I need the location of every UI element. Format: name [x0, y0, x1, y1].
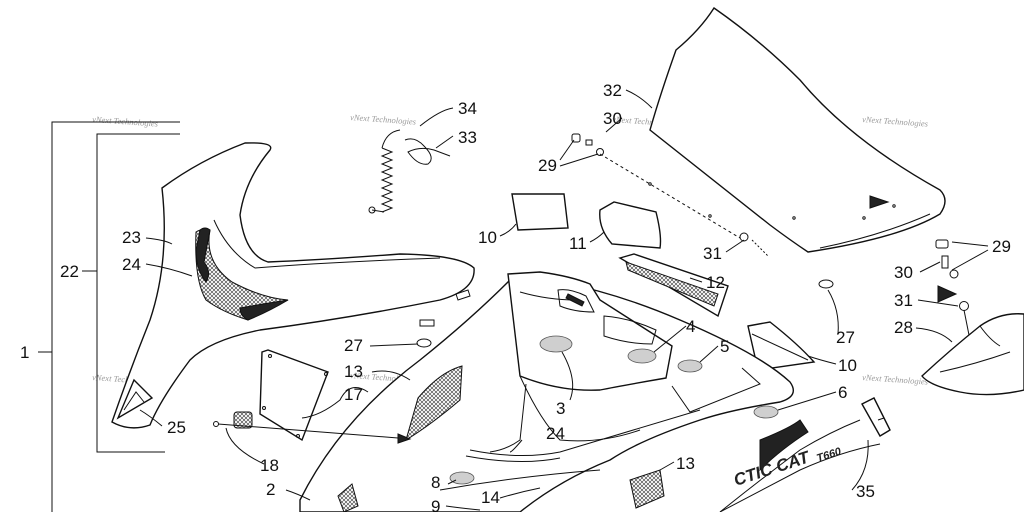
callout-labels: 1 22 23 24 25 34 33 32 30 29 10 11 31 12…: [20, 81, 1011, 512]
watermark: vNext Technologies: [92, 114, 159, 129]
assembly-brackets: [38, 121, 180, 512]
watermark: vNext Technologies: [350, 112, 417, 127]
callout-35: 35: [856, 482, 875, 501]
callout-2: 2: [266, 480, 275, 499]
callout-14: 14: [481, 488, 500, 507]
callout-24: 24: [546, 424, 565, 443]
callout-4: 4: [686, 317, 695, 336]
callout-30: 30: [894, 263, 913, 282]
decals-and-lenses: [511, 193, 816, 371]
callout-12: 12: [706, 273, 725, 292]
callout-27: 27: [836, 328, 855, 347]
callout-33: 33: [458, 128, 477, 147]
decal-model-text: T660: [815, 445, 843, 464]
side-panel: [111, 142, 475, 429]
callout-28: 28: [894, 318, 913, 337]
spring-and-clip: [368, 129, 451, 214]
callout-13: 13: [344, 362, 363, 381]
callout-5: 5: [720, 337, 729, 356]
callout-6: 6: [838, 383, 847, 402]
callout-11: 11: [569, 234, 587, 253]
callout-31: 31: [894, 291, 913, 310]
callout-25: 25: [167, 418, 186, 437]
callout-10: 10: [478, 228, 497, 247]
leader-lines: [139, 89, 989, 511]
callout-29: 29: [538, 156, 557, 175]
callout-30: 30: [603, 109, 622, 128]
callout-24: 24: [122, 255, 141, 274]
callout-23: 23: [122, 228, 141, 247]
callout-22: 22: [60, 262, 79, 281]
callout-34: 34: [458, 99, 477, 118]
callout-3: 3: [556, 399, 565, 418]
right-hardware: [571, 133, 1024, 396]
windshield: [599, 7, 946, 253]
callout-29: 29: [992, 237, 1011, 256]
watermark: vNext Technologies: [862, 114, 929, 129]
callout-10: 10: [838, 356, 857, 375]
callout-17: 17: [344, 385, 363, 404]
panel-17: [213, 349, 412, 444]
bracket-35: [861, 397, 891, 437]
callout-18: 18: [260, 456, 279, 475]
callout-13: 13: [676, 454, 695, 473]
watermark: vNext Technologies: [862, 372, 929, 387]
small-decals: [416, 279, 834, 485]
callout-31: 31: [703, 244, 722, 263]
callout-9: 9: [431, 497, 440, 512]
callout-32: 32: [603, 81, 622, 100]
callout-27: 27: [344, 336, 363, 355]
callout-8: 8: [431, 473, 440, 492]
callout-1: 1: [20, 343, 29, 362]
